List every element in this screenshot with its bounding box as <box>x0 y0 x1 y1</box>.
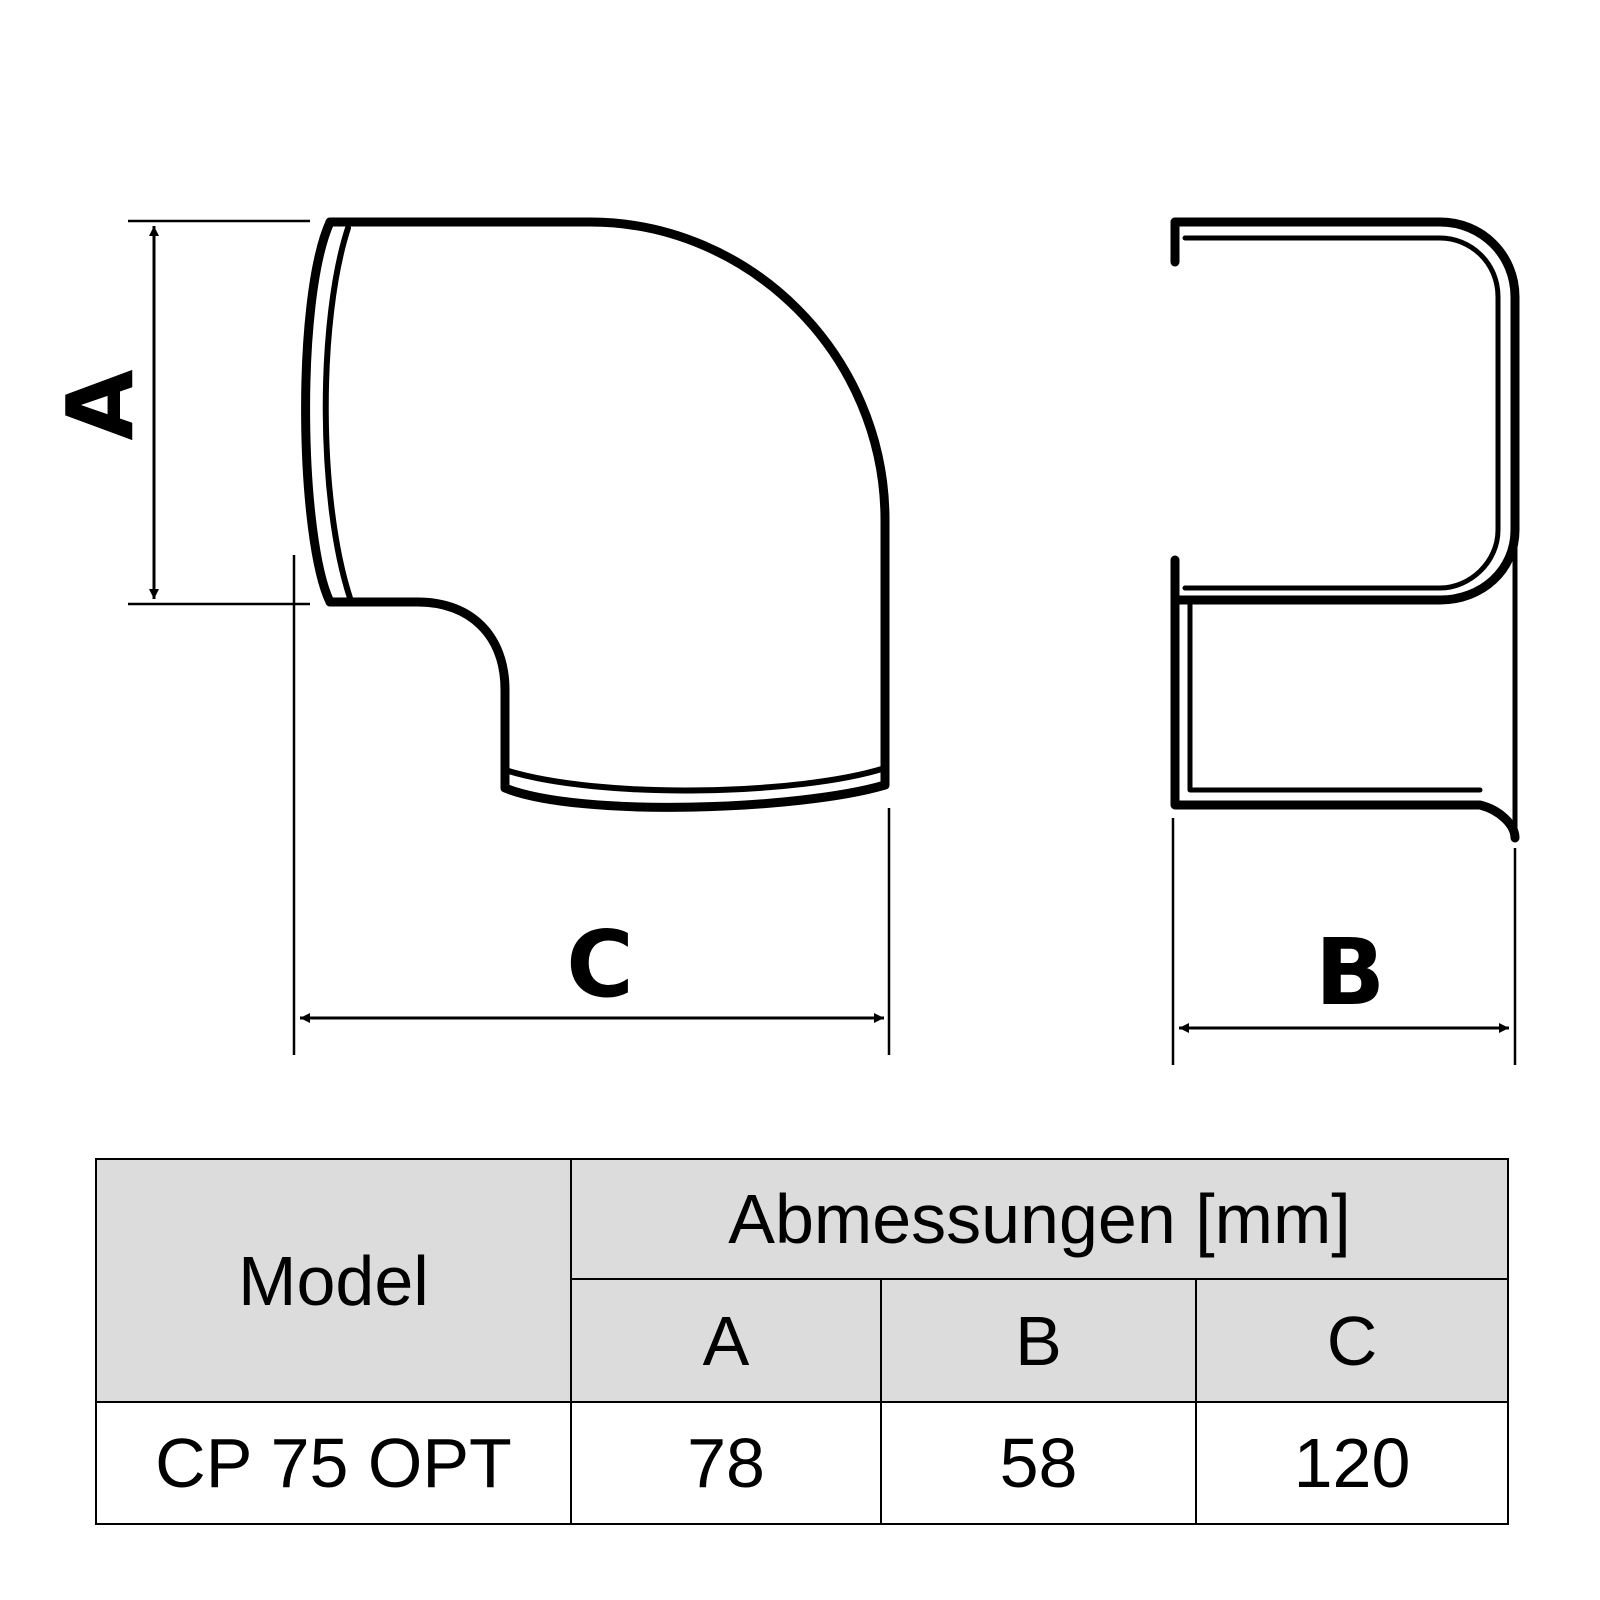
column-header-c: C <box>1194 1278 1510 1403</box>
channel-inner-top <box>1182 235 1501 591</box>
channel-bottom-outer <box>1170 595 1520 843</box>
table-subheader-row: A B C <box>96 1278 1510 1403</box>
elbow-bottom-lip-line <box>502 765 888 794</box>
label-c: C <box>566 911 634 1018</box>
model-cell: CP 75 OPT <box>95 1401 572 1525</box>
dimensions-table: Model Abmessungen [mm] A B C CP 75 OPT 7… <box>95 1158 1510 1525</box>
column-header-a: A <box>570 1278 882 1403</box>
elbow-lip-line <box>322 225 353 601</box>
dimension-a <box>128 219 310 606</box>
model-header: Model <box>95 1158 572 1403</box>
column-header-b: B <box>880 1278 1197 1403</box>
label-b: B <box>1315 919 1385 1026</box>
dimension-b <box>1171 818 1517 1065</box>
elbow-outline <box>301 217 890 812</box>
channel-end-view <box>1170 217 1520 843</box>
dimension-c <box>292 555 891 1055</box>
channel-outer-top <box>1170 217 1520 605</box>
table-row: CP 75 OPT 78 58 120 <box>95 1401 1510 1525</box>
table-header-row: Model Abmessungen [mm] <box>95 1158 1510 1403</box>
elbow-side-view <box>301 217 890 812</box>
dimensions-group-header: Abmessungen [mm] <box>569 1158 1510 1280</box>
value-b-cell: 58 <box>880 1401 1197 1525</box>
label-a: A <box>47 369 154 440</box>
value-c-cell: 120 <box>1194 1401 1510 1525</box>
value-a-cell: 78 <box>570 1401 882 1525</box>
channel-bottom-inner <box>1187 595 1483 793</box>
technical-drawing: A C B <box>47 217 1520 1065</box>
